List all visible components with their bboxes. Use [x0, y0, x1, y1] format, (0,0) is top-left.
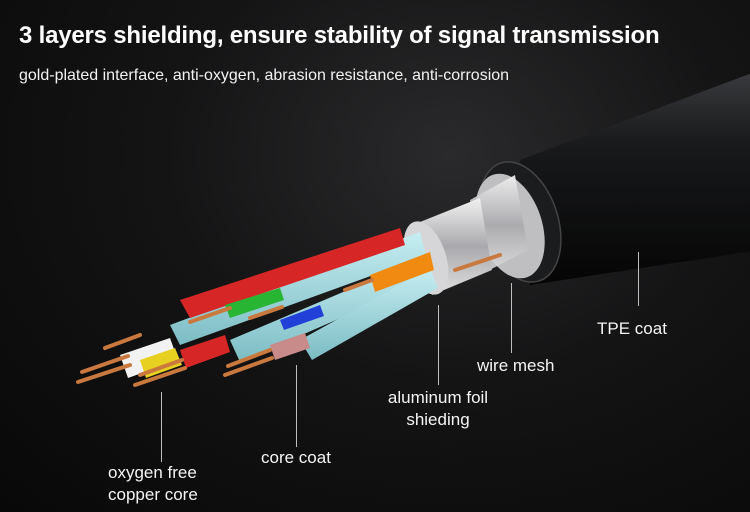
copper-core-label-line2: copper core [108, 485, 198, 504]
wire-mesh-leader-line [511, 283, 512, 353]
copper-core-label: oxygen free copper core [108, 462, 198, 506]
copper-cores [76, 253, 502, 387]
aluminum-foil-label-line1: aluminum foil [387, 388, 489, 407]
wire-mesh-label: wire mesh [477, 356, 555, 375]
copper-core-leader-line [161, 392, 162, 462]
aluminum-foil-leader-line [438, 305, 439, 385]
core-coat-leader-line [296, 365, 297, 447]
tpe-coat-label: TPE coat [597, 319, 667, 338]
tpe-coat-leader-line [638, 252, 639, 306]
aluminum-foil-label: aluminum foil shieding [378, 387, 498, 431]
headline: 3 layers shielding, ensure stability of … [19, 22, 660, 49]
core-coat-label: core coat [261, 448, 331, 467]
copper-core-label-line1: oxygen free [108, 463, 197, 482]
inner-pairs [120, 228, 438, 378]
aluminum-foil-label-line2: shieding [406, 410, 470, 429]
subheadline: gold-plated interface, anti-oxygen, abra… [19, 67, 510, 84]
